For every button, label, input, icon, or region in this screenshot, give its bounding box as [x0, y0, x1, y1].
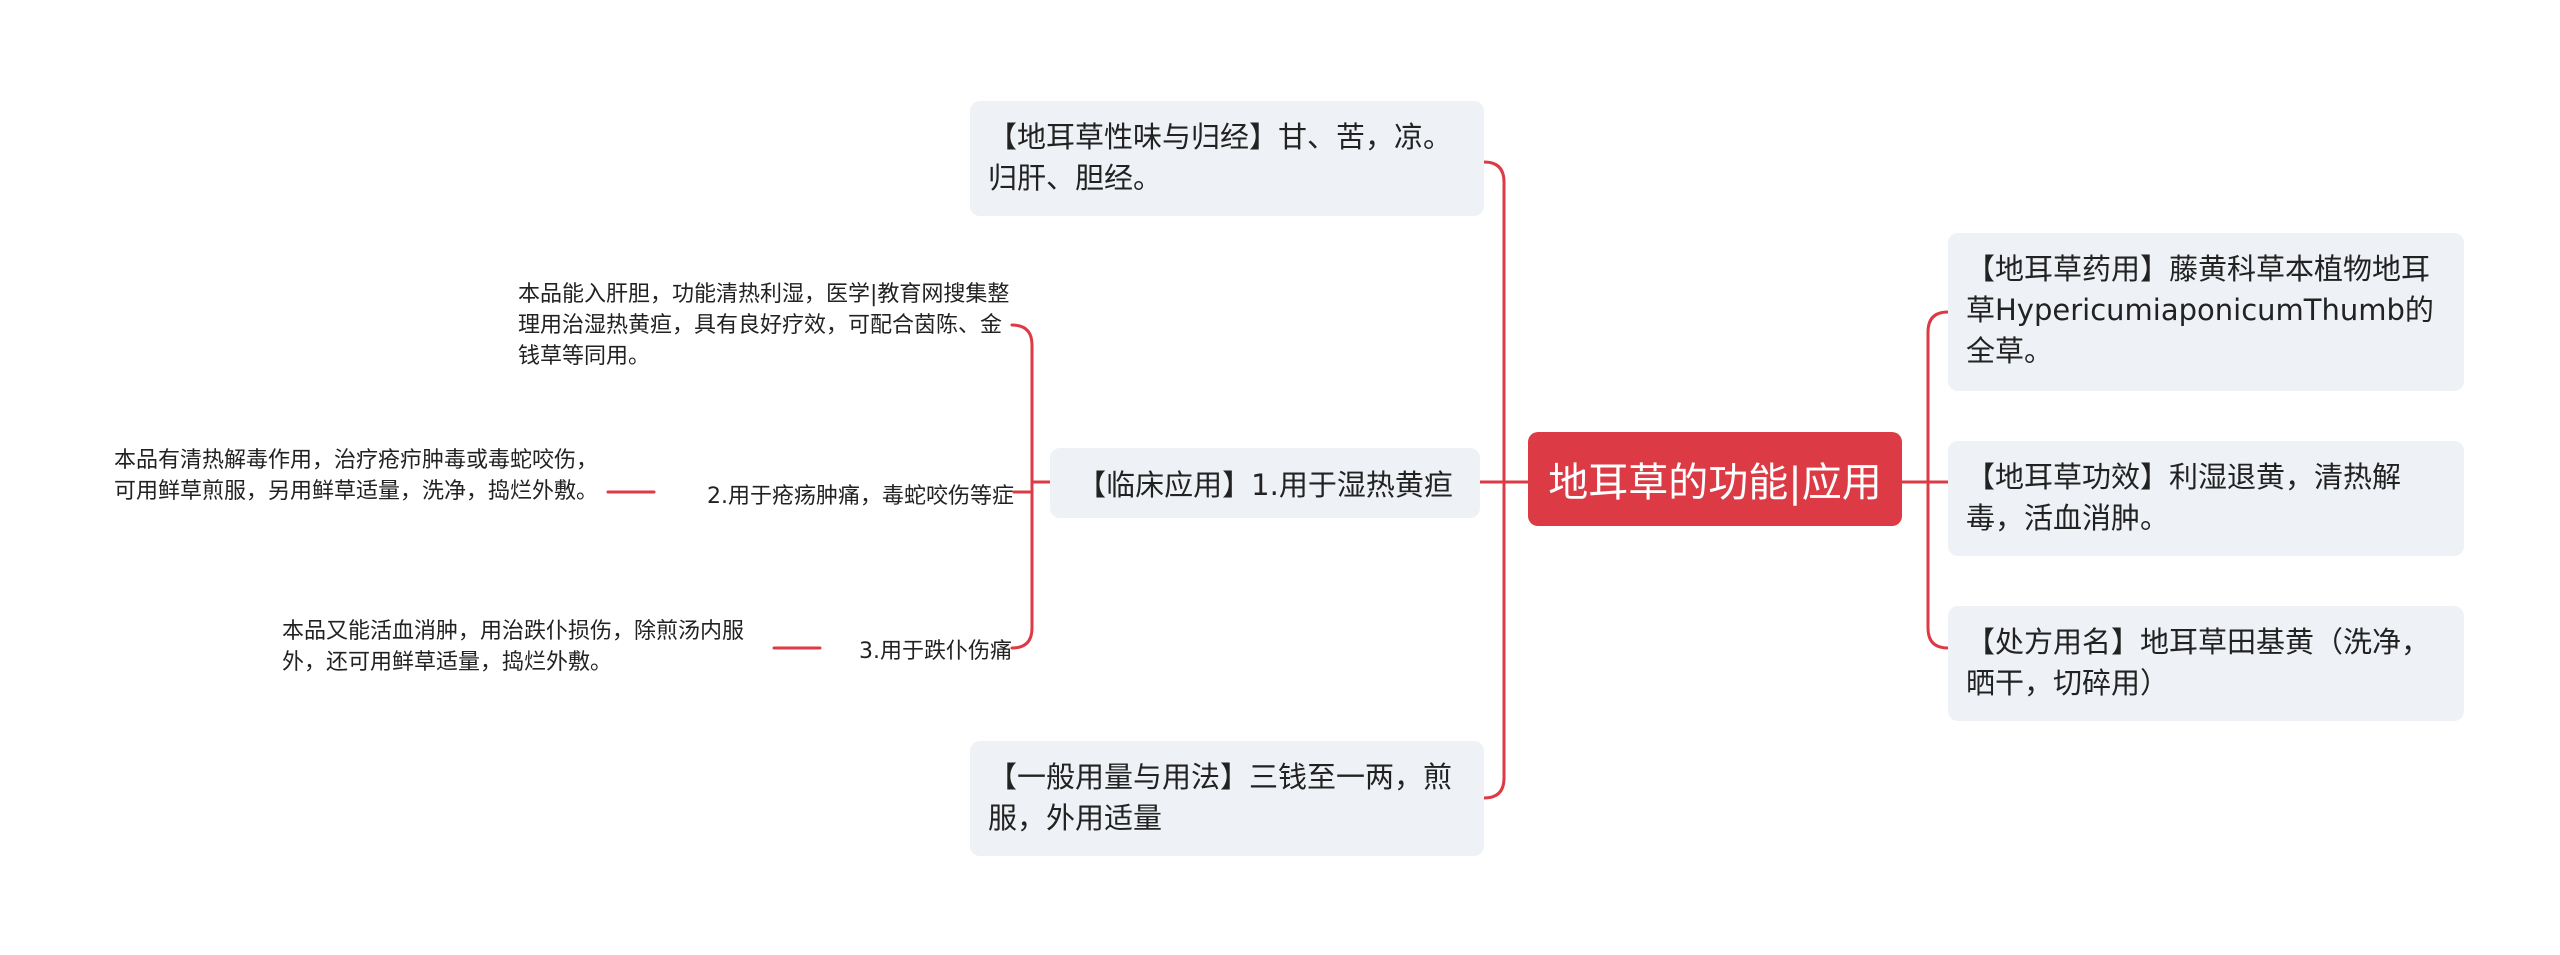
- clinical-detail-1[interactable]: 本品能入肝胆，功能清热利湿，医学|教育网搜集整理用治湿热黄疸，具有良好疗效，可配…: [518, 279, 1012, 372]
- prescription-name-node[interactable]: 【处方用名】地耳草田基黄（洗净，晒干，切碎用）: [1948, 606, 2464, 721]
- medicinal-use-node[interactable]: 【地耳草药用】藤黄科草本植物地耳草HypericumiaponicumThumb…: [1948, 233, 2464, 391]
- prescription-name-text: 【处方用名】地耳草田基黄（洗净，晒干，切碎用）: [1966, 625, 2431, 700]
- clinical-detail-3-text: 本品又能活血消肿，用治跌仆损伤，除煎汤内服外，还可用鲜草适量，捣烂外敷。: [282, 619, 745, 675]
- link-left-spine: [1482, 160, 1506, 800]
- dosage-usage-text: 【一般用量与用法】三钱至一两，煎服，外用适量: [988, 760, 1453, 835]
- clinical-item-2-label: 2.用于疮疡肿痛，毒蛇咬伤等症: [707, 484, 1014, 509]
- clinical-application-node[interactable]: 【临床应用】1.用于湿热黄疸: [1050, 448, 1480, 518]
- taste-meridian-text: 【地耳草性味与归经】甘、苦，凉。归肝、胆经。: [988, 120, 1453, 195]
- link-clinical-spine: [1010, 323, 1034, 650]
- clinical-detail-2-text: 本品有清热解毒作用，治疗疮疖肿毒或毒蛇咬伤，可用鲜草煎服，另用鲜草适量，洗净，捣…: [114, 448, 599, 504]
- clinical-item-3[interactable]: 3.用于跌仆伤痛: [820, 633, 1012, 665]
- efficacy-text: 【地耳草功效】利湿退黄，清热解毒，活血消肿。: [1966, 460, 2402, 535]
- clinical-detail-1-text: 本品能入肝胆，功能清热利湿，医学|教育网搜集整理用治湿热黄疸，具有良好疗效，可配…: [518, 282, 1010, 369]
- root-label: 地耳草的功能|应用: [1548, 460, 1882, 506]
- clinical-item-2[interactable]: 2.用于疮疡肿痛，毒蛇咬伤等症: [654, 478, 1014, 510]
- clinical-item-3-label: 3.用于跌仆伤痛: [859, 639, 1012, 664]
- clinical-detail-3[interactable]: 本品又能活血消肿，用治跌仆损伤，除煎汤内服外，还可用鲜草适量，捣烂外敷。: [282, 616, 774, 678]
- clinical-detail-2[interactable]: 本品有清热解毒作用，治疗疮疖肿毒或毒蛇咬伤，可用鲜草煎服，另用鲜草适量，洗净，捣…: [114, 445, 608, 507]
- link-right-spine: [1926, 310, 1950, 650]
- medicinal-use-text: 【地耳草药用】藤黄科草本植物地耳草HypericumiaponicumThumb…: [1966, 252, 2434, 368]
- clinical-application-label: 【临床应用】1.用于湿热黄疸: [1077, 468, 1453, 502]
- dosage-usage-node[interactable]: 【一般用量与用法】三钱至一两，煎服，外用适量: [970, 741, 1484, 856]
- efficacy-node[interactable]: 【地耳草功效】利湿退黄，清热解毒，活血消肿。: [1948, 441, 2464, 556]
- taste-meridian-node[interactable]: 【地耳草性味与归经】甘、苦，凉。归肝、胆经。: [970, 101, 1484, 216]
- root-node[interactable]: 地耳草的功能|应用: [1528, 432, 1902, 526]
